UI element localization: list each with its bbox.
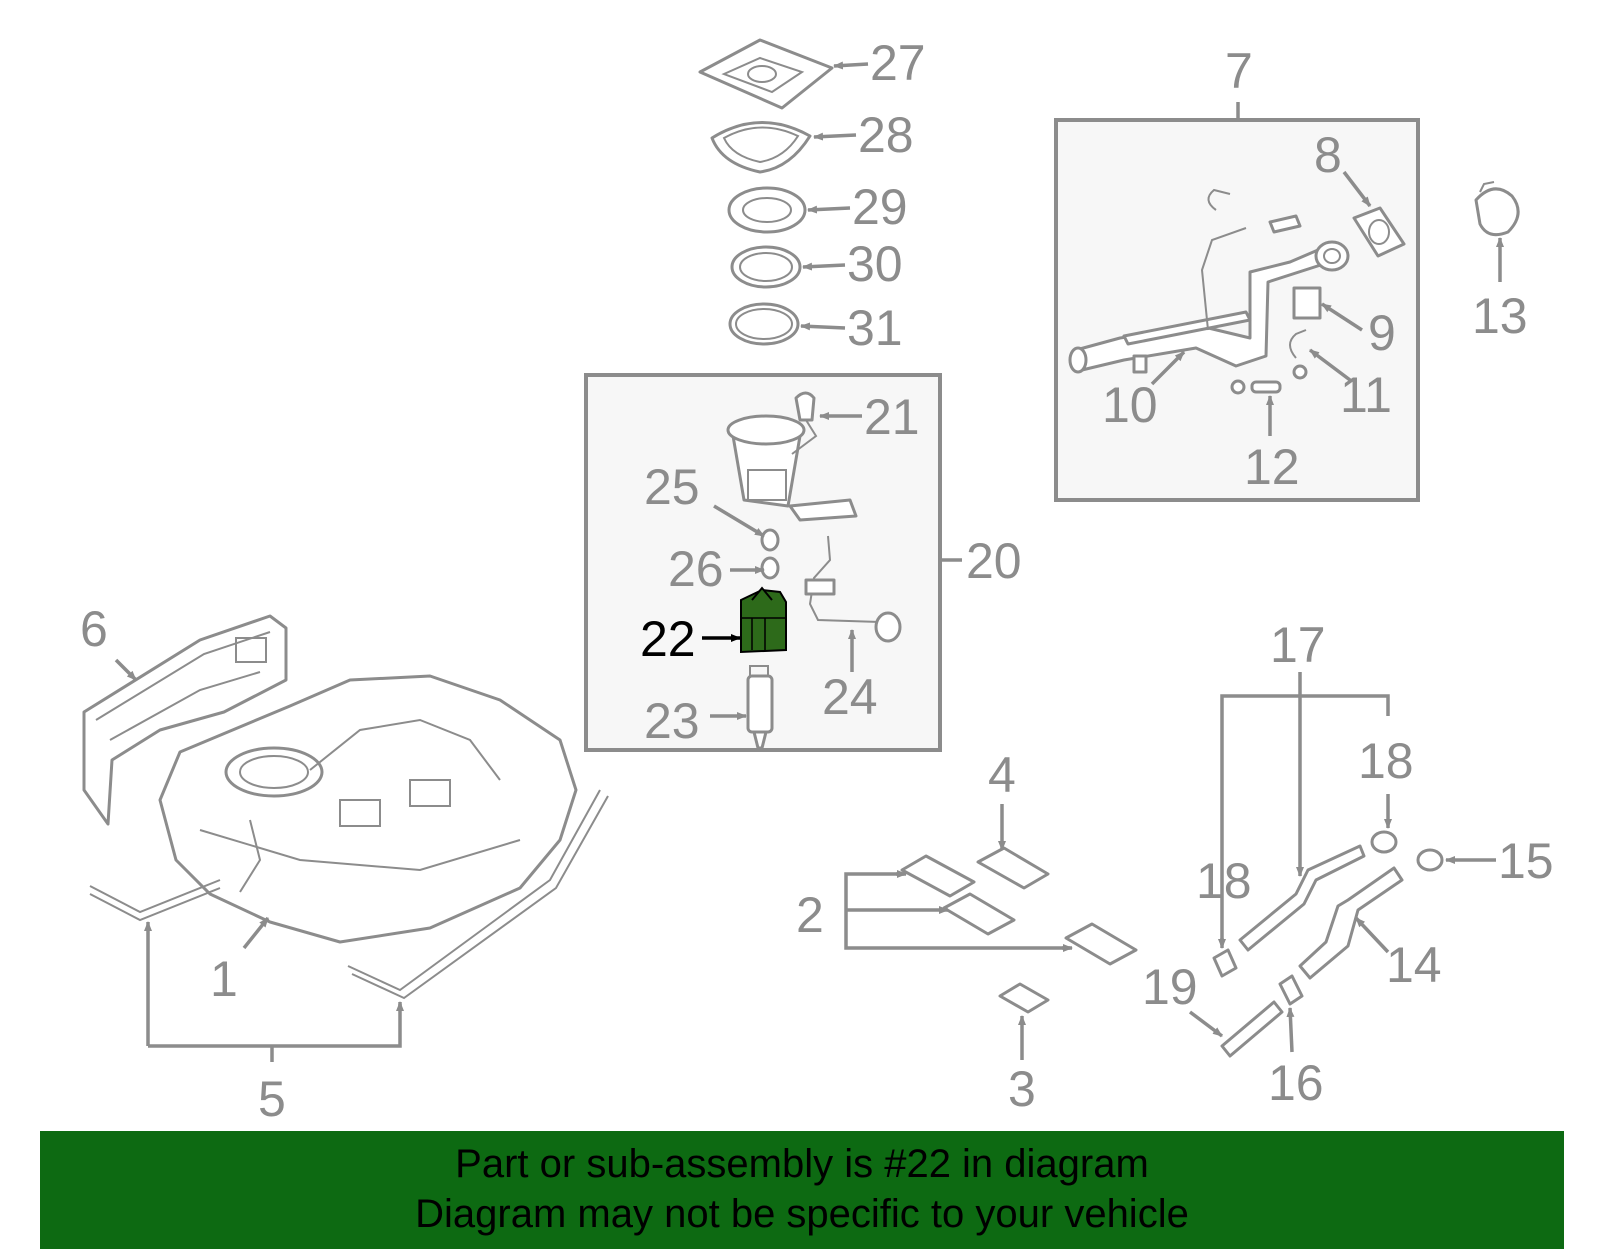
part-19-breather-tube — [1220, 1000, 1284, 1058]
part-6-heat-shield — [82, 614, 288, 826]
callout-30: 30 — [847, 236, 903, 292]
callout-18-lower: 18 — [1196, 853, 1252, 909]
callout-25: 25 — [644, 459, 700, 515]
info-banner: Part or sub-assembly is #22 in diagram D… — [40, 1131, 1564, 1249]
part-vent-hose — [1200, 188, 1302, 331]
part-15-clamp — [1416, 848, 1444, 872]
callout-11: 11 — [1340, 367, 1392, 423]
callout-29: 29 — [852, 179, 908, 235]
part-14-hose — [1298, 866, 1404, 980]
callout-15: 15 — [1498, 833, 1554, 889]
callout-1: 1 — [210, 951, 238, 1007]
callout-16: 16 — [1268, 1055, 1324, 1111]
part-27-cover-plate — [698, 38, 834, 110]
callout-28: 28 — [858, 107, 914, 163]
callout-22-highlighted: 22 — [640, 611, 696, 667]
callout-31: 31 — [847, 300, 903, 356]
part-5-tank-straps — [89, 789, 609, 1000]
callout-12: 12 — [1244, 439, 1300, 495]
part-17-hose — [1238, 844, 1366, 952]
callout-7: 7 — [1225, 43, 1253, 99]
callout-13: 13 — [1472, 288, 1528, 344]
callout-17: 17 — [1270, 617, 1326, 673]
callout-10: 10 — [1102, 377, 1158, 433]
part-24-sender-float — [804, 535, 902, 643]
part-3-pad — [998, 982, 1050, 1014]
callout-14: 14 — [1386, 937, 1442, 993]
part-29-seal-ring — [727, 186, 807, 234]
part-16-clip — [1278, 974, 1304, 1006]
callout-4: 4 — [988, 747, 1016, 803]
part-23-fuel-pump — [746, 665, 774, 750]
callout-27: 27 — [870, 35, 926, 91]
callout-21: 21 — [864, 389, 920, 445]
callout-18-upper: 18 — [1358, 733, 1414, 789]
part-31-o-ring — [728, 302, 800, 346]
banner-line-1: Part or sub-assembly is #22 in diagram — [455, 1142, 1149, 1186]
callout-19: 19 — [1142, 959, 1198, 1015]
callout-5: 5 — [258, 1071, 286, 1127]
callout-20: 20 — [966, 533, 1022, 589]
part-8-filler-neck — [1314, 206, 1406, 272]
callout-24: 24 — [822, 669, 878, 725]
part-26-o-ring — [760, 556, 780, 580]
part-11-hose — [1289, 329, 1307, 359]
part-2-4-insulator-pads — [900, 846, 1138, 966]
part-18-clamps — [1212, 830, 1398, 978]
callout-9: 9 — [1368, 305, 1396, 361]
part-12-hose-clamps — [1230, 364, 1308, 395]
callout-2: 2 — [796, 887, 824, 943]
part-28-gasket — [710, 121, 812, 174]
banner-line-2: Diagram may not be specific to your vehi… — [415, 1192, 1189, 1236]
part-1-fuel-tank — [158, 674, 578, 944]
part-25-o-ring — [760, 528, 780, 552]
callout-8: 8 — [1314, 127, 1342, 183]
part-22-fuel-filter-highlighted — [740, 586, 787, 654]
part-21-connector — [791, 391, 818, 455]
callout-3: 3 — [1008, 1061, 1036, 1117]
part-fuel-pump-module — [726, 414, 858, 522]
callout-6: 6 — [80, 601, 108, 657]
part-13-ring — [1474, 181, 1520, 237]
part-9-bracket — [1292, 286, 1322, 320]
filler-pipe-assembly-box — [1054, 118, 1420, 502]
callout-26: 26 — [668, 541, 724, 597]
callout-23: 23 — [644, 693, 700, 749]
